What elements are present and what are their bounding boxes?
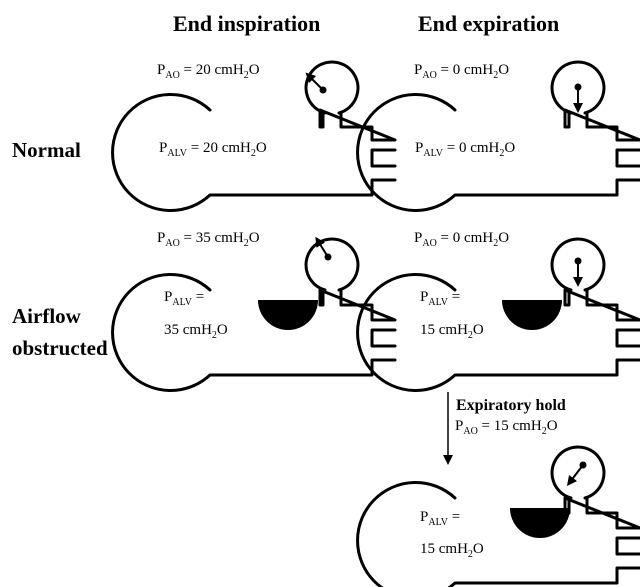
label-palv-hold-2: 15 cmH2O [420,541,484,560]
label-palv-obstructed-inspiration-2: 35 cmH2O [164,322,228,341]
gauge-normal-inspiration [305,72,327,94]
gauge-normal-expiration [573,83,583,113]
label-pao-expiratory-hold: PAO = 15 cmH2O [455,418,558,437]
gauge-expiratory-hold [566,461,587,486]
lung-normal-expiration [356,60,640,212]
obstruction-plug-inspiration [258,300,318,330]
label-pao-obstructed-inspiration: PAO = 35 cmH2O [157,230,260,249]
lung-obstructed-expiration [356,237,640,392]
obstruction-plug-expiration [502,300,562,330]
header-end-inspiration: End inspiration [173,11,320,36]
gauge-obstructed-inspiration [315,236,332,261]
label-pao-normal-expiration: PAO = 0 cmH2O [414,62,509,81]
header-end-expiration: End expiration [418,11,559,36]
gauge-obstructed-expiration [573,257,583,287]
label-palv-obstructed-expiration-1: PALV = [420,289,460,308]
label-pao-normal-inspiration: PAO = 20 cmH2O [157,62,260,81]
label-palv-normal-expiration: PALV = 0 cmH2O [415,140,515,159]
lung-normal-inspiration [111,60,397,212]
label-palv-obstructed-expiration-2: 15 cmH2O [420,322,484,341]
row-label-normal: Normal [12,138,81,162]
label-pao-obstructed-expiration: PAO = 0 cmH2O [414,230,509,249]
label-palv-hold-1: PALV = [420,509,460,528]
lung-obstructed-inspiration [111,236,397,392]
row-label-airflow: Airflow [12,304,82,328]
lung-expiratory-hold [356,445,640,587]
label-palv-obstructed-inspiration-1: PALV = [164,289,204,308]
obstruction-plug-hold [510,508,570,538]
label-palv-normal-inspiration: PALV = 20 cmH2O [159,140,267,159]
label-expiratory-hold: Expiratory hold [456,397,566,414]
row-label-obstructed: obstructed [12,336,108,360]
